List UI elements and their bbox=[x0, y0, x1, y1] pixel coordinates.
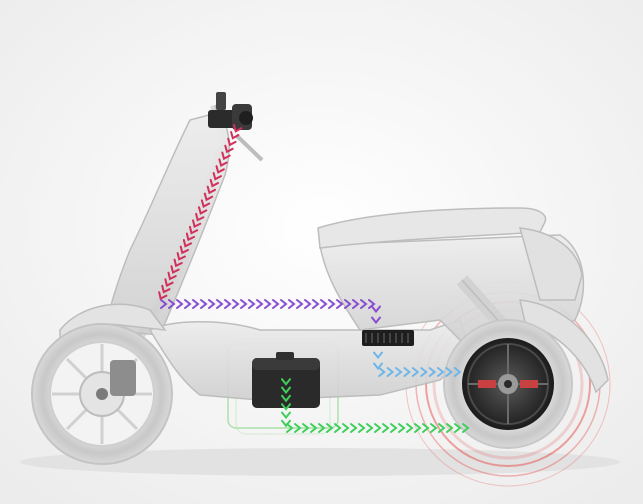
front-wheel bbox=[31, 323, 173, 465]
flow-handlebar bbox=[158, 124, 243, 300]
flow-to-controller bbox=[160, 299, 381, 325]
flow-battery bbox=[281, 378, 470, 433]
controller-unit bbox=[362, 330, 414, 346]
handlebar bbox=[208, 92, 264, 162]
ground-shadow bbox=[20, 448, 620, 476]
energy-flow-arrows bbox=[158, 124, 470, 433]
rear-wheel bbox=[443, 319, 573, 449]
flow-controller-motor bbox=[373, 351, 462, 377]
